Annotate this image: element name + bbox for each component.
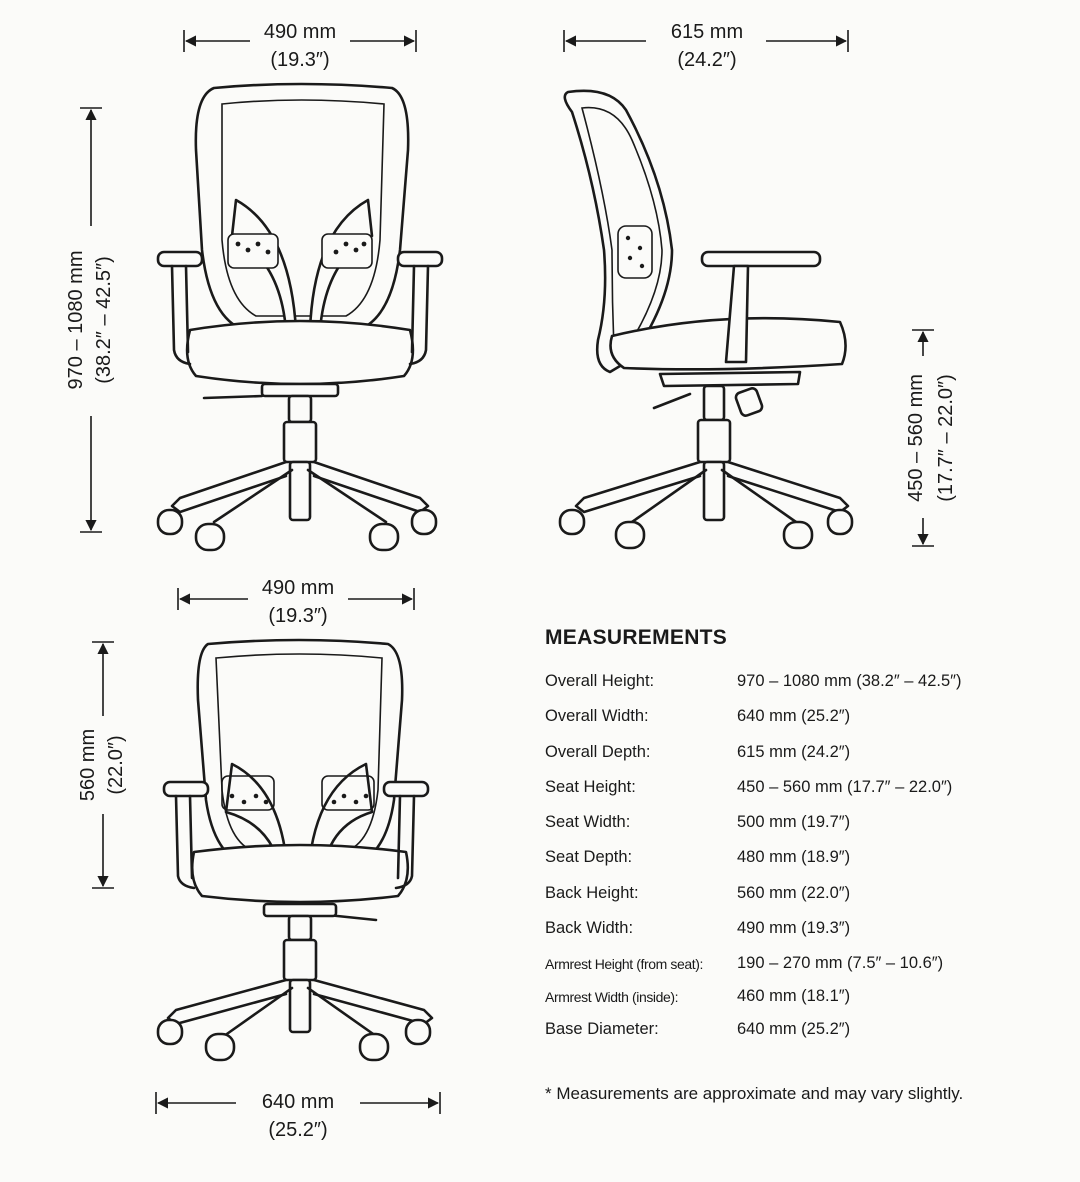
measurement-row: Overall Depth: 615 mm (24.2″) [545, 743, 1065, 778]
front-width-mm: 490 mm [264, 21, 336, 43]
measurement-value: 500 mm (19.7″) [737, 813, 851, 832]
measurement-row: Base Diameter: 640 mm (25.2″) [545, 1020, 1065, 1055]
measurements-note: * Measurements are approximate and may v… [545, 1084, 964, 1103]
measurement-value: 450 – 560 mm (17.7″ – 22.0″) [737, 777, 953, 796]
measurement-label: Seat Width: [545, 813, 631, 832]
measurement-value: 640 mm (25.2″) [737, 1020, 851, 1039]
front-view-chair [156, 82, 444, 552]
side-depth-dimension [563, 30, 849, 52]
measurement-value: 190 – 270 mm (7.5″ – 10.6″) [737, 954, 944, 973]
back-width-dimension [177, 588, 415, 610]
measurement-value: 490 mm (19.3″) [737, 919, 851, 938]
measurement-label: Back Width: [545, 919, 634, 938]
side-seat-height-dimension [912, 329, 934, 547]
measurement-row: Overall Height: 970 – 1080 mm (38.2″ – 42… [545, 672, 1065, 707]
measurement-label: Armrest Height (from seat): [545, 956, 704, 973]
measurement-row: Back Height: 560 mm (22.0″) [545, 884, 1065, 919]
measurements-title: MEASUREMENTS [545, 626, 728, 649]
side-depth-mm: 615 mm [671, 21, 743, 43]
measurement-label: Armrest Width (inside): [545, 989, 679, 1006]
measurement-value: 615 mm (24.2″) [737, 742, 851, 761]
front-width-dimension [183, 30, 417, 52]
front-height-dimension [80, 107, 102, 533]
front-height-in: (38.2″ – 42.5″) [93, 256, 115, 384]
seat-height-in: (17.7″ – 22.0″) [935, 374, 957, 502]
measurement-label: Seat Height: [545, 777, 636, 796]
measurement-row: Armrest Height (from seat): 190 – 270 mm … [545, 954, 1065, 987]
measurement-label: Overall Width: [545, 707, 649, 726]
side-view-chair [558, 89, 854, 550]
measurement-row: Seat Width: 500 mm (19.7″) [545, 813, 1065, 848]
seat-height-mm: 450 – 560 mm [905, 374, 927, 502]
measurement-row: Overall Width: 640 mm (25.2″) [545, 707, 1065, 742]
measurements-panel: MEASUREMENTS Overall Height: 970 – 1080 m… [545, 626, 1065, 1056]
measurement-label: Base Diameter: [545, 1020, 659, 1039]
front-height-mm: 970 – 1080 mm [65, 251, 87, 390]
measurement-label: Overall Height: [545, 672, 655, 690]
measurement-value: 480 mm (18.9″) [737, 848, 851, 867]
back-width-in: (19.3″) [268, 605, 327, 627]
measurement-label: Overall Depth: [545, 742, 651, 761]
back-height-in: (22.0″) [105, 735, 127, 794]
front-width-in: (19.3″) [270, 49, 329, 71]
measurement-row: Back Width: 490 mm (19.3″) [545, 919, 1065, 954]
measurement-value: 640 mm (25.2″) [737, 707, 851, 726]
measurement-row: Armrest Width (inside): 460 mm (18.1″) [545, 987, 1065, 1020]
back-view-chair [156, 638, 434, 1062]
measurements-list: Overall Height: 970 – 1080 mm (38.2″ – 42… [545, 672, 1065, 1056]
measurement-value: 970 – 1080 mm (38.2″ – 42.5″) [737, 672, 962, 690]
back-width-mm: 490 mm [262, 577, 334, 599]
side-depth-in: (24.2″) [677, 49, 736, 71]
base-diameter-dimension [155, 1092, 441, 1114]
measurement-row: Seat Depth: 480 mm (18.9″) [545, 848, 1065, 883]
measurement-row: Seat Height: 450 – 560 mm (17.7″ – 22.0″) [545, 778, 1065, 813]
back-height-dimension [92, 641, 114, 889]
measurement-value: 460 mm (18.1″) [737, 987, 851, 1006]
base-in: (25.2″) [268, 1119, 327, 1141]
base-mm: 640 mm [262, 1091, 334, 1113]
back-height-mm: 560 mm [77, 729, 99, 801]
measurement-label: Seat Depth: [545, 848, 633, 867]
measurement-value: 560 mm (22.0″) [737, 883, 851, 902]
measurement-label: Back Height: [545, 883, 639, 902]
